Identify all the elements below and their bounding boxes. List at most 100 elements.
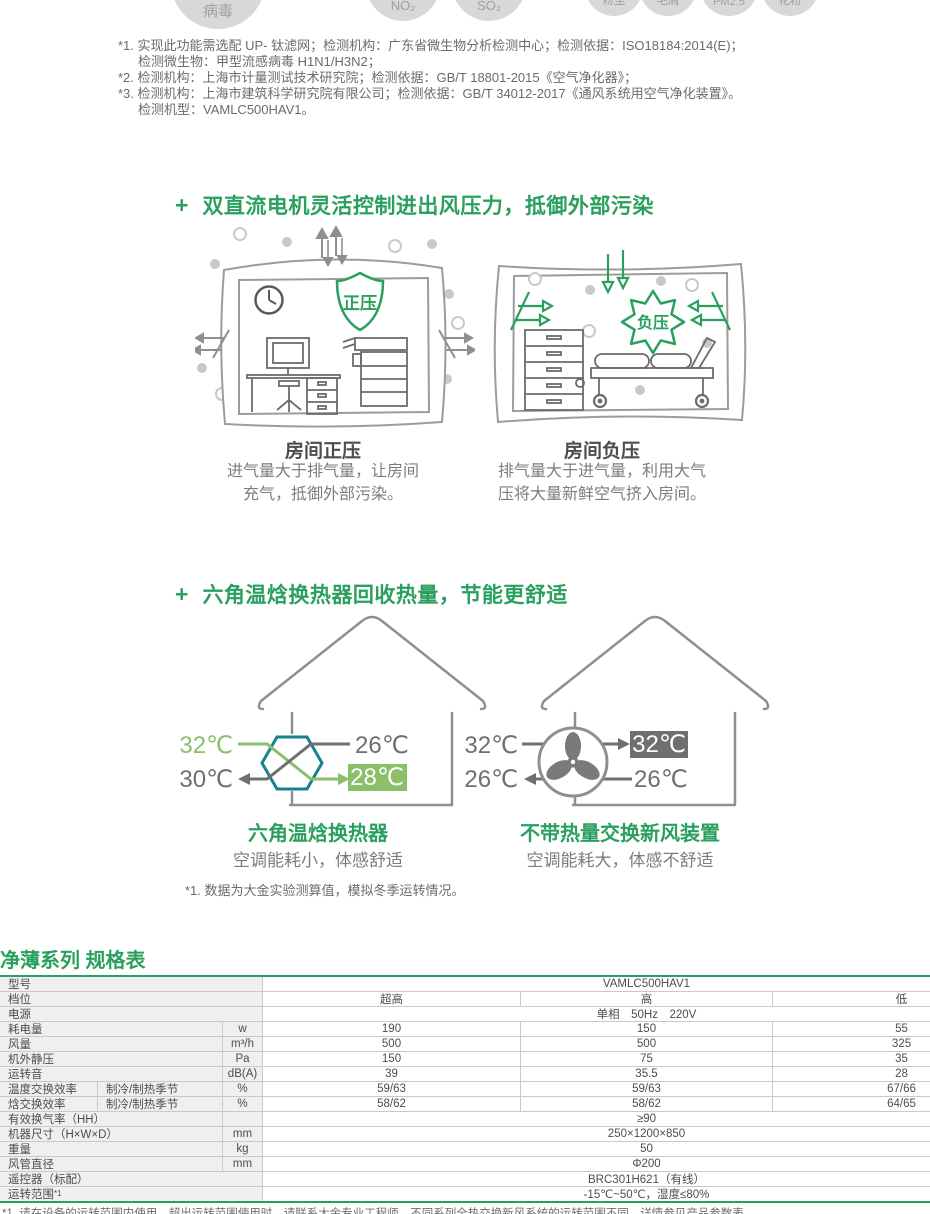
spec-table-row: 有效换气率（HH）≥90	[0, 1111, 930, 1126]
spec-value: 55	[772, 1022, 930, 1036]
spec-label: 机器尺寸（H×W×D）	[0, 1127, 222, 1141]
spec-value: 64/65	[772, 1097, 930, 1111]
spec-label-text: 运转范围	[8, 1189, 54, 1201]
spec-table-row: 档位超高高低	[0, 991, 930, 1006]
spec-value: 高	[520, 992, 772, 1006]
spec-value: 58/62	[520, 1097, 772, 1111]
spec-unit: m³/h	[222, 1037, 262, 1051]
exchanger-flows	[238, 742, 350, 785]
pollution-dots	[528, 272, 712, 395]
section-heat-title: 六角温焓换热器回收热量，节能更舒适	[202, 584, 568, 607]
footnote-line: *3. 检测机构：上海市建筑科学研究院有限公司；检测依据：GB/T 34012-…	[118, 86, 742, 101]
left-supply-temp: 28℃	[350, 764, 404, 791]
plus-icon: +	[175, 581, 189, 607]
spec-unit: mm	[222, 1127, 262, 1141]
spec-value: 500	[262, 1037, 520, 1051]
clock-icon	[254, 285, 284, 315]
spec-value: 35.5	[520, 1067, 772, 1081]
footnote-line: *1. 实现此功能需选配 UP- 钛滤网；检测机构：广东省微生物分析检测中心；检…	[118, 38, 744, 53]
section-heat-heading: + 六角温焓换热器回收热量，节能更舒适	[175, 579, 568, 609]
positive-room-caption: 房间正压	[284, 441, 361, 462]
spec-value: 150	[262, 1052, 520, 1066]
spec-label: 档位	[0, 992, 262, 1006]
top-circles: 病毒 NO₂ SO₂ 粉尘毛屑 PM2.5 花粉	[0, 0, 930, 34]
footnote-line: 检测微生物：甲型流感病毒 H1N1/H3N2；	[138, 54, 381, 69]
right-return-temp: 26℃	[634, 766, 688, 793]
spec-label: 风量	[0, 1037, 222, 1051]
spec-value: 190	[262, 1022, 520, 1036]
airflow-out-arrows	[195, 226, 475, 359]
pollution-dots	[197, 227, 465, 401]
spec-label: 运转音	[0, 1067, 222, 1081]
pollutant-label: SO₂	[477, 0, 501, 13]
spec-label: 遥控器（标配）	[0, 1172, 262, 1186]
spec-label: 温度交换效率	[0, 1082, 97, 1096]
exchanger-caption: 六角温焓换热器	[248, 823, 388, 845]
spec-value: 325	[772, 1037, 930, 1051]
footnote-line: 检测机型：VAMLC500HAV1。	[138, 102, 315, 117]
left-return-temp: 26℃	[355, 732, 409, 759]
spec-value: 低	[772, 992, 930, 1006]
spec-value: 单相 50Hz 220V	[262, 1007, 930, 1021]
pollutant-circle: SO₂	[452, 0, 526, 21]
negative-pressure-burst-icon: 负压	[620, 289, 686, 355]
spec-sublabel: 制冷/制热季节	[97, 1097, 222, 1111]
spec-value: ≥90	[262, 1112, 930, 1126]
spec-value: 150	[520, 1022, 772, 1036]
negative-room-desc: 排气量大于进气量，利用大气 压将大量新鲜空气挤入房间。	[497, 463, 706, 503]
spec-value: 超高	[262, 992, 520, 1006]
pollutant-label: 花粉	[778, 0, 802, 7]
spec-sublabel: 制冷/制热季节	[97, 1082, 222, 1096]
pollutant-circle: 病毒	[171, 0, 265, 29]
negative-pressure-badge: 负压	[637, 313, 669, 332]
spec-value: 50	[262, 1142, 930, 1156]
spec-value: 250×1200×850	[262, 1127, 930, 1141]
pollutant-circle: 花粉	[761, 0, 819, 16]
plus-icon: +	[175, 192, 189, 218]
spec-unit: w	[222, 1022, 262, 1036]
spec-unit: %	[222, 1097, 262, 1111]
spec-value: 59/63	[520, 1082, 772, 1096]
no-exchange-desc: 空调能耗大，体感不舒适	[526, 851, 714, 870]
section-pressure-heading: + 双直流电机灵活控制进出风压力，抵御外部污染	[175, 190, 654, 220]
pollutant-label: NO₂	[390, 0, 416, 13]
airflow-in-arrows	[510, 250, 731, 331]
heat-section-footnote: *1. 数据为大金实验测算值，模拟冬季运转情况。	[185, 883, 465, 898]
spec-value: 58/62	[262, 1097, 520, 1111]
spec-label: 耗电量	[0, 1022, 222, 1036]
heat-exchange-diagram: 32℃ 30℃ 26℃ 28℃ 32℃ 26℃ 32℃ 26℃	[179, 615, 770, 807]
spec-value: 28	[772, 1067, 930, 1081]
pollutant-circle: NO₂	[366, 0, 440, 21]
section-pressure-title: 双直流电机灵活控制进出风压力，抵御外部污染	[202, 195, 654, 218]
spec-label: 重量	[0, 1142, 222, 1156]
left-exhaust-temp: 30℃	[179, 766, 233, 793]
pollutant-label: PM2.5	[713, 0, 745, 8]
spec-table-row: 遥控器（标配）BRC301H621（有线）	[0, 1171, 930, 1186]
positive-pressure-room-illustration: 正压	[195, 226, 475, 428]
spec-label: 电源	[0, 1007, 262, 1021]
spec-label: 风管直径	[0, 1157, 222, 1171]
spec-table-row: 电源单相 50Hz 220V	[0, 1006, 930, 1021]
no-exchange-caption: 不带热量交换新风装置	[520, 823, 720, 845]
pollutant-label: 病毒	[202, 3, 233, 20]
spec-value: 75	[520, 1052, 772, 1066]
spec-value: Φ200	[262, 1157, 930, 1171]
spec-value: 35	[772, 1052, 930, 1066]
spec-value: 59/63	[262, 1082, 520, 1096]
house-outline-left	[257, 615, 487, 807]
spec-value: 500	[520, 1037, 772, 1051]
spec-value: 39	[262, 1067, 520, 1081]
pollutant-circle: 毛屑	[639, 0, 697, 16]
pollutant-circle: PM2.5	[700, 0, 758, 16]
footnote-line: *2. 检测机构：上海市计量测试技术研究院；检测依据：GB/T 18801-20…	[118, 70, 638, 85]
spec-label: 型号	[0, 977, 262, 991]
pollutant-circle: 粉尘	[585, 0, 643, 16]
spec-table-row: 运转范围*1-15℃~50℃，湿度≤80%	[0, 1186, 930, 1201]
